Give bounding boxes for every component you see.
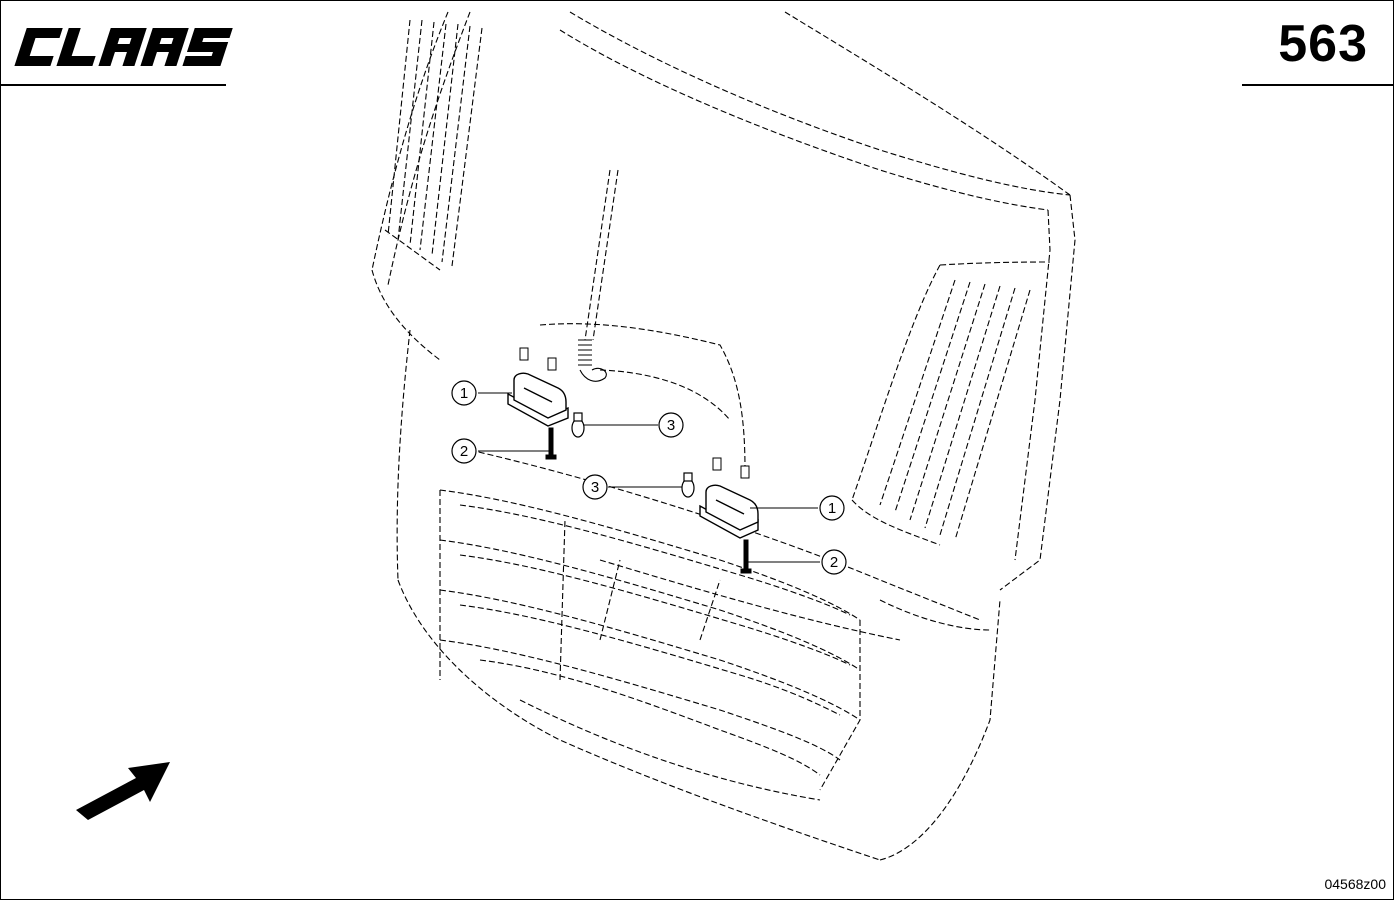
callout-1b: 1 bbox=[819, 495, 845, 521]
callout-2a: 2 bbox=[451, 438, 477, 464]
clip-pair-right bbox=[712, 457, 750, 479]
svg-text:2: 2 bbox=[830, 554, 838, 571]
screw-1 bbox=[545, 427, 557, 460]
claas-logo bbox=[14, 28, 233, 66]
clip-pair-left bbox=[519, 347, 557, 371]
lamp-housing-2 bbox=[699, 484, 759, 539]
drawing-id: 04568z00 bbox=[1324, 876, 1386, 892]
callout-1a: 1 bbox=[451, 380, 477, 406]
hood-outline bbox=[371, 11, 1076, 861]
screw-2 bbox=[740, 539, 752, 574]
svg-text:2: 2 bbox=[460, 443, 468, 460]
callout-3b: 3 bbox=[582, 474, 608, 500]
page-number: 563 bbox=[1278, 15, 1368, 73]
bulb-1 bbox=[571, 412, 585, 438]
leader-lines bbox=[478, 392, 820, 563]
lamp-housing-1 bbox=[507, 372, 569, 427]
svg-text:3: 3 bbox=[591, 479, 599, 496]
callout-2b: 2 bbox=[821, 549, 847, 575]
svg-text:1: 1 bbox=[460, 385, 468, 402]
svg-text:1: 1 bbox=[828, 500, 836, 517]
header-rule-left bbox=[0, 84, 226, 86]
bulb-2 bbox=[681, 472, 695, 498]
direction-arrow-icon bbox=[76, 762, 170, 820]
svg-text:3: 3 bbox=[667, 417, 675, 434]
header-rule-right bbox=[1242, 84, 1394, 86]
antenna-spring bbox=[578, 339, 607, 382]
callout-3a: 3 bbox=[658, 412, 684, 438]
